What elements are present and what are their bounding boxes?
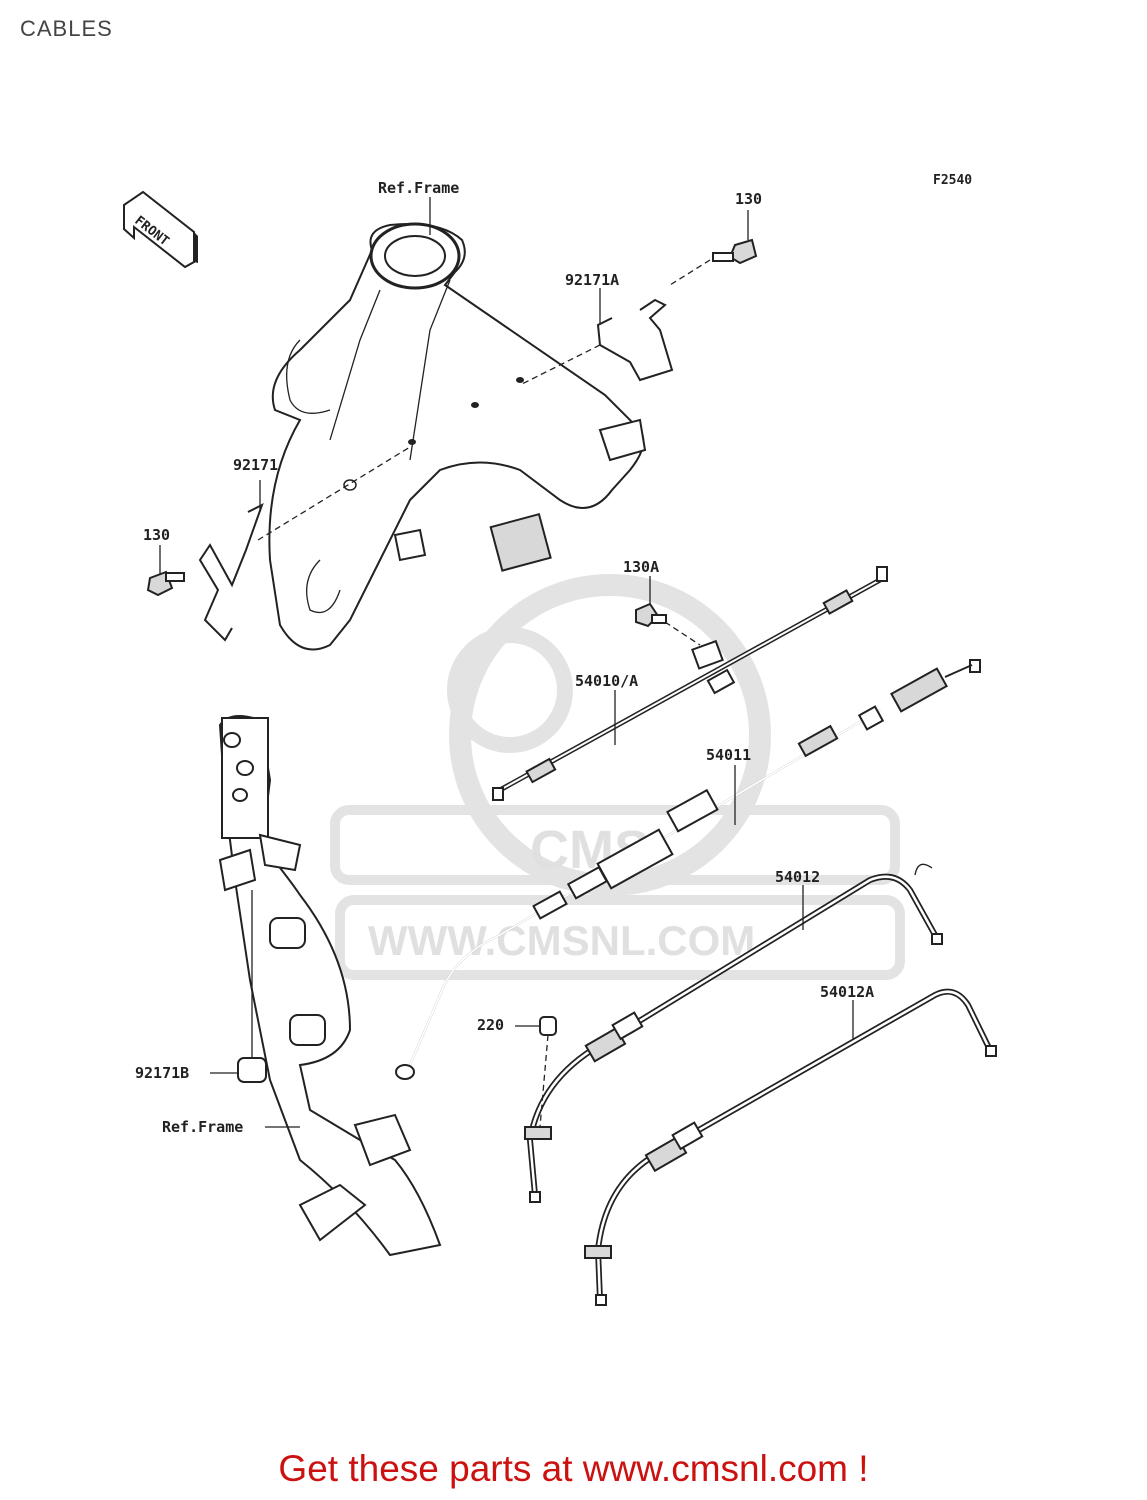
label-92171B: 92171B xyxy=(135,1064,189,1082)
cable-54012 xyxy=(524,863,943,1203)
part-220 xyxy=(515,1016,557,1128)
figure-code: F2540 xyxy=(933,173,972,188)
label-130-top: 130 xyxy=(735,190,762,208)
label-54012A: 54012A xyxy=(820,983,874,1001)
bracket-92171 xyxy=(198,446,411,642)
label-54010A: 54010/A xyxy=(575,672,638,690)
front-arrow-icon: FRONT xyxy=(123,190,198,269)
label-ref-frame-bottom: Ref.Frame xyxy=(162,1118,243,1136)
cable-54011 xyxy=(395,659,981,1080)
nut-130A xyxy=(635,576,701,646)
cable-54010A xyxy=(492,566,888,801)
frame-top xyxy=(268,222,647,651)
clamp-92171B xyxy=(210,1057,267,1083)
label-92171: 92171 xyxy=(233,456,278,474)
watermark-url-text: WWW.CMSNL.COM xyxy=(368,917,755,964)
frame-bottom xyxy=(218,715,442,1257)
cable-54012A xyxy=(584,988,997,1306)
label-130-left: 130 xyxy=(143,526,170,544)
footer-link[interactable]: Get these parts at www.cmsnl.com ! xyxy=(278,1448,869,1489)
label-130A: 130A xyxy=(623,558,659,576)
parts-diagram: CMS WWW.CMSNL.COM FRONT F2540 xyxy=(123,173,997,1306)
label-92171A: 92171A xyxy=(565,271,619,289)
label-ref-frame-top: Ref.Frame xyxy=(378,179,459,197)
label-220: 220 xyxy=(477,1016,504,1034)
bracket-92171A xyxy=(519,288,674,386)
bolt-130-left xyxy=(146,545,185,597)
page-title: CABLES xyxy=(20,16,113,41)
label-54012: 54012 xyxy=(775,868,820,886)
bolt-130-top xyxy=(669,210,758,286)
label-54011: 54011 xyxy=(706,746,751,764)
